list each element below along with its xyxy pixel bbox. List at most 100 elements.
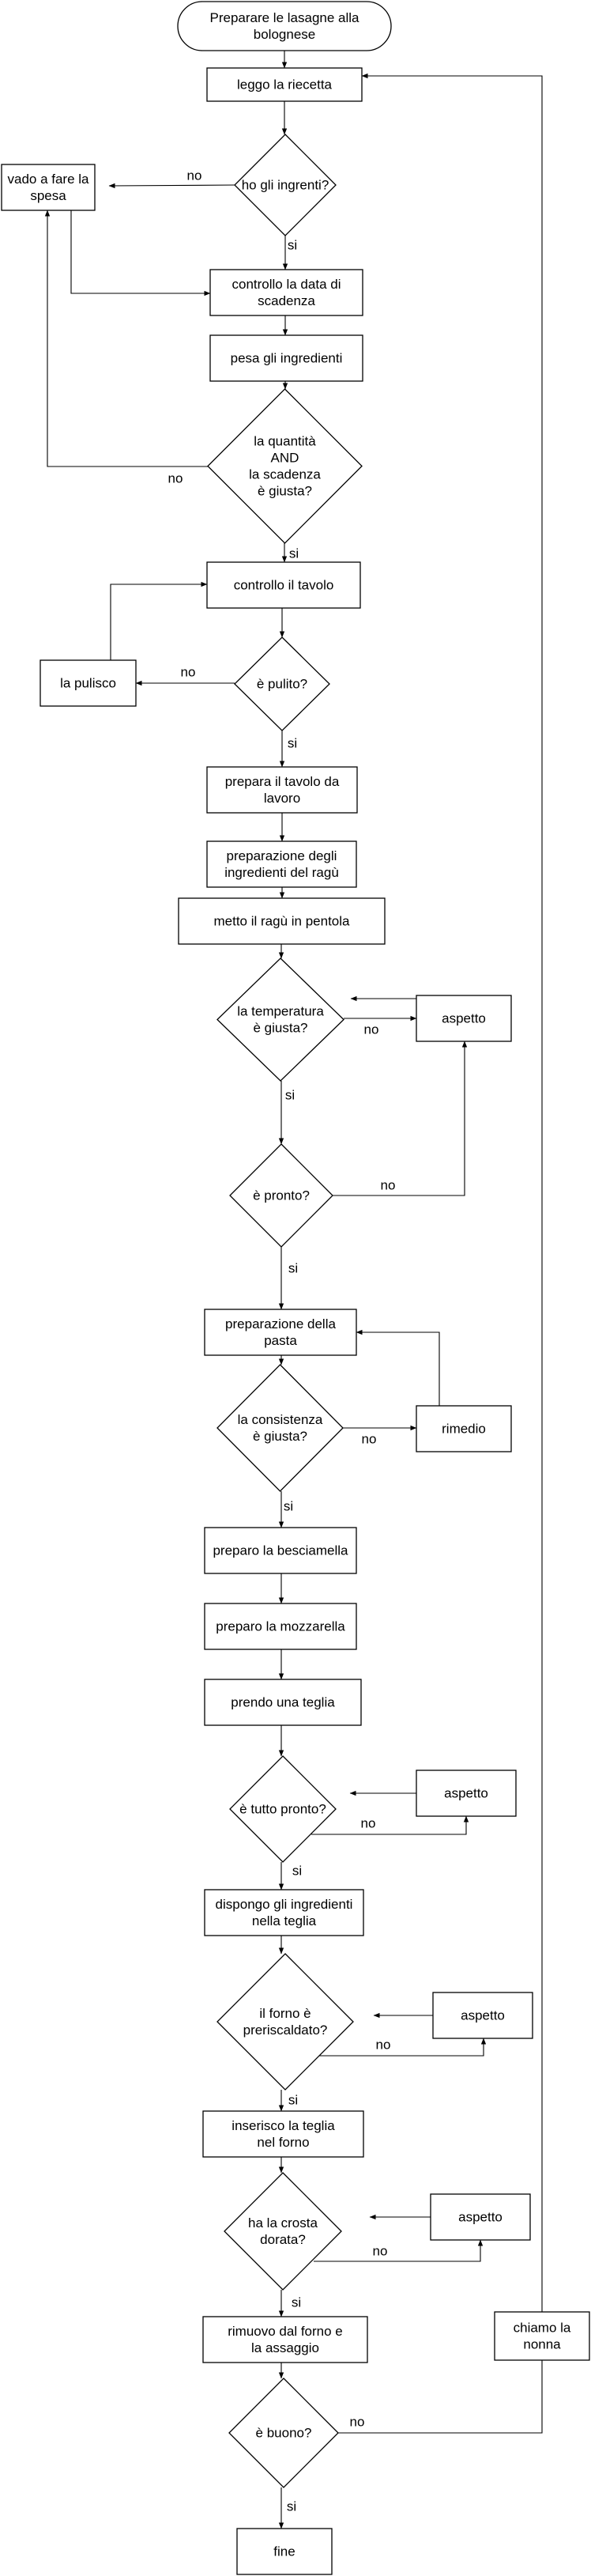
edge-label-no: no — [373, 2244, 388, 2259]
edge-label-no: no — [187, 168, 202, 183]
process-box — [206, 67, 363, 102]
node-label: è giusta? — [254, 1021, 308, 1036]
edge-label-yes: si — [284, 1499, 293, 1514]
edge-label-yes: si — [287, 2499, 296, 2514]
node-label: la assaggio — [251, 2340, 319, 2355]
node-aspetto2: aspetto — [416, 1770, 517, 1817]
process-box — [209, 269, 363, 316]
node-label: preriscaldato? — [243, 2023, 328, 2038]
node-label: AND — [271, 451, 299, 466]
process-box — [204, 1603, 357, 1650]
edge-label-no: no — [364, 1022, 379, 1037]
edge-label-yes: si — [288, 1261, 298, 1276]
decision-diamond — [216, 1364, 344, 1492]
node-label: prepara il tavolo da — [225, 774, 340, 789]
node-teglia: prendo una teglia — [204, 1679, 362, 1726]
process-box — [494, 2311, 590, 2361]
process-box — [236, 2528, 333, 2575]
edge-label-no: no — [350, 2415, 365, 2430]
node-label: vado a fare la — [7, 172, 89, 187]
decision-diamond — [216, 958, 344, 1082]
decision-diamond — [207, 388, 363, 544]
node-ragu-pentola: metto il ragù in pentola — [178, 897, 386, 945]
node-label: ingredienti del ragù — [224, 865, 339, 880]
node-rimuovo: rimuovo dal forno ela assaggio — [202, 2316, 368, 2363]
node-label: ho gli ingrenti? — [242, 178, 329, 193]
edge-label-yes: si — [288, 238, 297, 253]
edge-label-yes: si — [285, 1088, 295, 1103]
edge-label-yes: si — [292, 2295, 301, 2310]
node-label: è tutto pronto? — [239, 1802, 326, 1817]
node-d-pulito: è pulito? — [234, 636, 330, 731]
node-label: metto il ragù in pentola — [214, 914, 351, 929]
decision-diamond — [216, 1953, 354, 2091]
node-label: spesa — [30, 188, 66, 203]
node-tavolo: controllo il tavolo — [206, 561, 361, 609]
process-box — [204, 1309, 357, 1356]
connector-arrow — [356, 1329, 440, 1406]
node-label: la consistenza — [238, 1412, 323, 1427]
node-label: pesa gli ingredienti — [231, 351, 343, 366]
node-label: ha la crosta — [248, 2215, 318, 2230]
node-label: è giusta? — [258, 484, 312, 499]
process-box — [209, 334, 363, 382]
decision-diamond — [234, 134, 337, 236]
process-box — [416, 1770, 517, 1817]
node-mozzarella: preparo la mozzarella — [204, 1603, 357, 1650]
node-label: aspetto — [444, 1786, 488, 1801]
decision-diamond — [228, 2378, 339, 2488]
connector-arrow — [311, 1815, 469, 1835]
process-box — [202, 2110, 364, 2158]
process-box — [416, 995, 512, 1042]
decision-diamond — [229, 1755, 337, 1863]
connector-arrow — [338, 73, 543, 2434]
process-box — [204, 1679, 362, 1726]
edge-label-no: no — [181, 665, 196, 680]
node-label: la quantità — [254, 434, 316, 449]
node-label: nella teglia — [252, 1913, 317, 1928]
node-prep-ragu: preparazione degli ingredienti del ragù — [206, 840, 357, 888]
connector-arrow — [333, 1041, 468, 1196]
connector-arrow — [108, 183, 235, 189]
node-label: aspetto — [442, 1011, 486, 1026]
process-box — [204, 1889, 364, 1936]
node-label: preparazione degli — [227, 848, 337, 863]
node-label: controllo il tavolo — [234, 578, 334, 593]
node-d-ingredienti: ho gli ingrenti? — [234, 134, 337, 236]
process-box — [206, 561, 361, 609]
node-label: pasta — [264, 1333, 297, 1348]
node-label: la pulisco — [60, 676, 116, 691]
node-label: è pronto? — [253, 1188, 310, 1203]
node-label: nonna — [523, 2337, 561, 2352]
process-box — [206, 766, 358, 814]
connector-arrow — [314, 2239, 484, 2262]
node-label: fine — [273, 2544, 295, 2559]
node-label: è giusta? — [253, 1429, 307, 1444]
node-d-tutto-pronto: è tutto pronto? — [229, 1755, 337, 1863]
edge-label-yes: si — [292, 1864, 302, 1879]
node-label: la scadenza — [249, 467, 321, 482]
node-fine: fine — [236, 2528, 333, 2575]
edge-label-no: no — [361, 1816, 376, 1831]
decision-diamond — [229, 1143, 333, 1248]
edge-label-yes: si — [288, 2093, 298, 2108]
node-label: rimedio — [442, 1422, 486, 1437]
node-label: rimuovo dal forno e — [228, 2324, 343, 2339]
node-d-pronto: è pronto? — [229, 1143, 333, 1248]
node-aspetto1: aspetto — [416, 995, 512, 1042]
node-label: è buono? — [256, 2426, 312, 2441]
node-label: dispongo gli ingredienti — [216, 1897, 353, 1912]
node-d-consistenza: la consistenza è giusta? — [216, 1364, 344, 1492]
edge-label-no: no — [381, 1178, 396, 1193]
node-label: aspetto — [458, 2210, 503, 2225]
node-label: Preparare le lasagne alla — [209, 10, 359, 25]
